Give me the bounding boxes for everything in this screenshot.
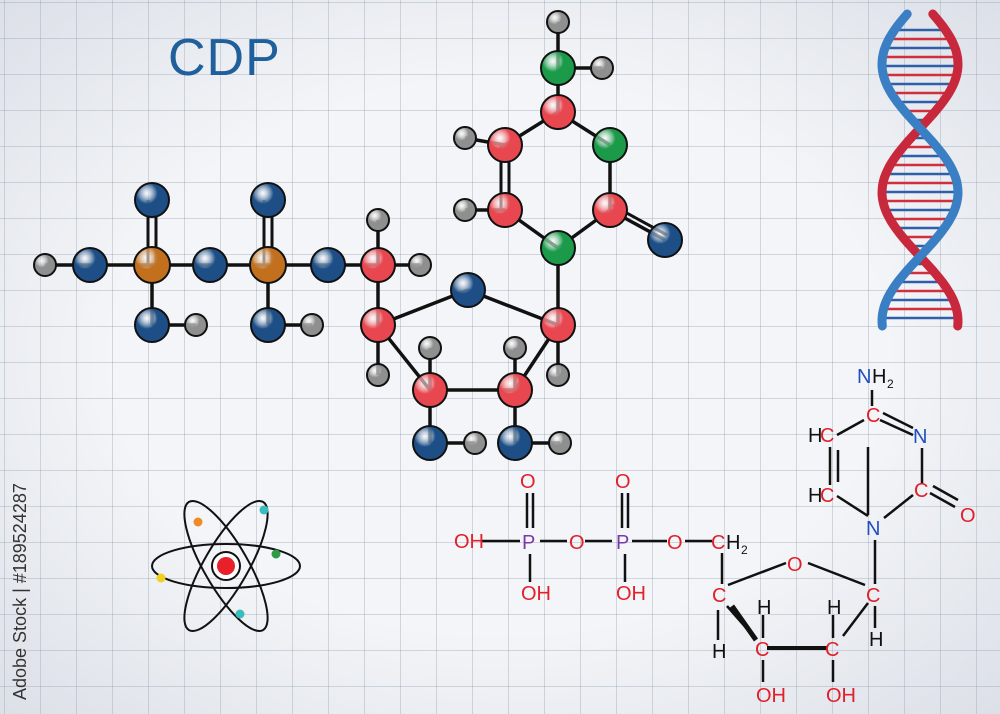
dna-strand bbox=[877, 9, 963, 331]
carbon-label: C bbox=[914, 480, 928, 502]
hydroxyl-label: OH bbox=[826, 685, 856, 707]
hydrogen-atom bbox=[366, 208, 390, 232]
carbon-label: C bbox=[866, 405, 880, 427]
hydroxyl-label: OH bbox=[454, 531, 484, 553]
hydroxyl-label: OH bbox=[616, 583, 646, 605]
electron bbox=[259, 505, 269, 515]
nitrogen-label: N bbox=[913, 426, 927, 448]
hydrogen-atom bbox=[590, 56, 614, 80]
oxygen-label: O bbox=[960, 505, 976, 527]
dna-strand bbox=[877, 9, 963, 331]
oxygen-atom bbox=[412, 425, 448, 461]
oxygen-label: O bbox=[520, 471, 536, 493]
oxygen-atom bbox=[134, 307, 170, 343]
carbon-atom bbox=[360, 307, 396, 343]
carbon-label: C bbox=[866, 585, 880, 607]
hydrogen-atom bbox=[33, 253, 57, 277]
hydrogen-atom bbox=[548, 431, 572, 455]
phosphorus-atom bbox=[133, 246, 171, 284]
hydrogen-atom bbox=[184, 313, 208, 337]
oxygen-atom bbox=[192, 247, 228, 283]
hydrogen-atom bbox=[453, 198, 477, 222]
hydroxyl-label: OH bbox=[756, 685, 786, 707]
amine-hydrogen-label: H bbox=[872, 366, 886, 388]
carbon-atom bbox=[487, 192, 523, 228]
oxygen-atom bbox=[647, 222, 683, 258]
electron bbox=[235, 609, 245, 619]
nitrogen-atom bbox=[540, 50, 576, 86]
hydrogen-atom bbox=[463, 431, 487, 455]
oxygen-label: O bbox=[667, 532, 683, 554]
electron bbox=[193, 517, 203, 527]
hc-hydrogen-label: H bbox=[808, 485, 822, 507]
carbon-label: C bbox=[825, 639, 839, 661]
phosphorus-label: P bbox=[616, 532, 629, 554]
electron bbox=[271, 549, 281, 559]
amine-nitrogen-label: N bbox=[857, 366, 871, 388]
oxygen-atom bbox=[72, 247, 108, 283]
carbon-atom bbox=[540, 307, 576, 343]
oxygen-atom bbox=[450, 272, 486, 308]
amine-subscript: 2 bbox=[887, 377, 894, 391]
ch2-carbon-label: C bbox=[711, 532, 725, 554]
hc-carbon-label: C bbox=[820, 485, 834, 507]
carbon-atom bbox=[540, 94, 576, 130]
molecule-title: CDP bbox=[168, 29, 281, 87]
oxygen-label: O bbox=[569, 532, 585, 554]
hydrogen-atom bbox=[503, 336, 527, 360]
hydrogen-label: H bbox=[712, 641, 726, 663]
hydrogen-atom bbox=[546, 363, 570, 387]
hydrogen-atom bbox=[453, 126, 477, 150]
carbon-atom bbox=[497, 372, 533, 408]
phosphorus-label: P bbox=[522, 532, 535, 554]
hydroxyl-label: OH bbox=[521, 583, 551, 605]
hydrogen-atom bbox=[408, 253, 432, 277]
oxygen-atom bbox=[250, 307, 286, 343]
carbon-atom bbox=[592, 192, 628, 228]
hc-hydrogen-label: H bbox=[808, 425, 822, 447]
carbon-atom bbox=[412, 372, 448, 408]
ch2-hydrogen-label: H bbox=[726, 532, 740, 554]
nitrogen-label: N bbox=[866, 518, 880, 540]
carbon-label: C bbox=[755, 639, 769, 661]
oxygen-atom bbox=[310, 247, 346, 283]
oxygen-atom bbox=[250, 182, 286, 218]
carbon-atom bbox=[360, 247, 396, 283]
hydrogen-atom bbox=[418, 336, 442, 360]
carbon-atom bbox=[487, 127, 523, 163]
phosphorus-atom bbox=[249, 246, 287, 284]
hydrogen-atom bbox=[546, 10, 570, 34]
hc-carbon-label: C bbox=[820, 425, 834, 447]
hydrogen-label: H bbox=[757, 597, 771, 619]
ring-oxygen-label: O bbox=[787, 554, 803, 576]
nitrogen-atom bbox=[592, 127, 628, 163]
hydrogen-atom bbox=[300, 313, 324, 337]
oxygen-atom bbox=[134, 182, 170, 218]
carbon-label: C bbox=[712, 585, 726, 607]
nitrogen-atom bbox=[540, 230, 576, 266]
oxygen-label: O bbox=[615, 471, 631, 493]
oxygen-atom bbox=[497, 425, 533, 461]
hydrogen-label: H bbox=[869, 629, 883, 651]
hydrogen-label: H bbox=[827, 597, 841, 619]
hydrogen-atom bbox=[366, 363, 390, 387]
ch2-subscript: 2 bbox=[741, 543, 748, 557]
electron bbox=[156, 573, 166, 583]
